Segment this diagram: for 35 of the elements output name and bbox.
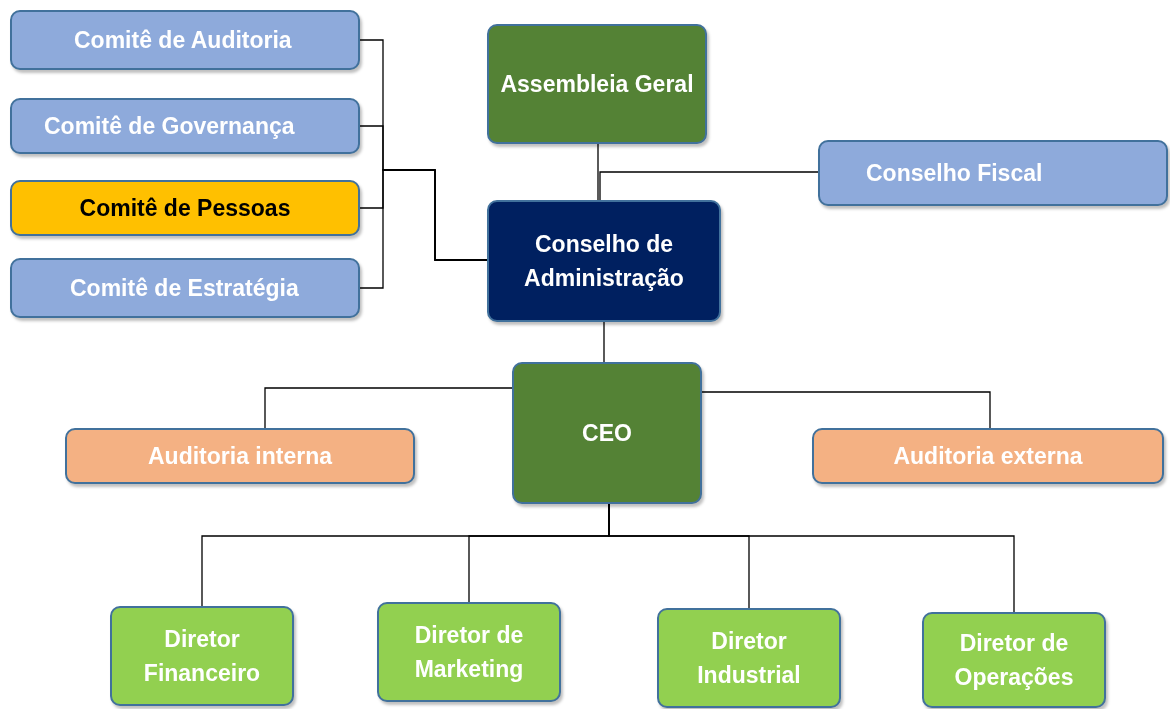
box-label: Auditoria externa [893,441,1083,471]
connector-line [599,171,819,201]
connector-line [597,143,599,201]
box-label: Conselho de Administração [523,229,685,293]
box-label: Diretor Financeiro [142,624,262,688]
box-label: Auditoria interna [148,441,332,471]
org-box [487,200,721,322]
org-box [512,362,702,504]
org-box [812,428,1164,484]
connector-line [608,503,1015,613]
box-label: Comitê de Estratégia [70,273,299,303]
box-label: CEO [582,418,632,448]
org-box [110,606,294,706]
box-label: Conselho Fiscal [866,158,1043,188]
org-box [10,180,360,236]
connector-line [603,321,605,363]
box-label: Diretor Industrial [696,626,802,690]
box-label: Comitê de Pessoas [79,193,291,223]
org-box [818,140,1168,206]
connector-line [359,169,488,289]
org-box [377,602,561,702]
box-label: Diretor de Marketing [413,620,525,684]
box-label: Comitê de Governança [44,111,295,141]
org-box [487,24,707,144]
box-label: Diretor de Operações [953,628,1075,692]
org-box [922,612,1106,708]
box-label: Assembleia Geral [500,69,694,99]
org-box [10,258,360,318]
org-box [10,10,360,70]
org-box [65,428,415,484]
org-box [10,98,360,154]
connector-line [701,391,991,429]
box-label: Comitê de Auditoria [74,25,292,55]
org-box [657,608,841,708]
connector-line [264,387,513,429]
